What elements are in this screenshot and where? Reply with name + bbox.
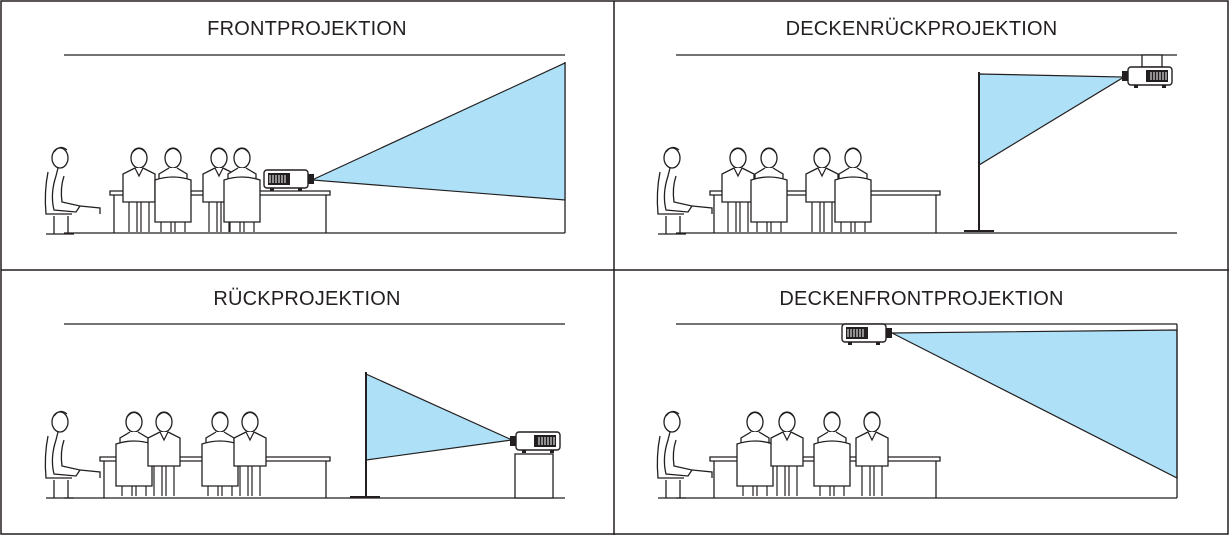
panel-title: FRONTPROJEKTION — [0, 18, 614, 41]
cell-ceiling-rear: DECKENRÜCKPROJEKTION — [614, 0, 1229, 270]
panel-title: DECKENRÜCKPROJEKTION — [614, 18, 1229, 41]
panel-title: RÜCKPROJEKTION — [0, 288, 614, 311]
panel-title: DECKENFRONTPROJEKTION — [614, 288, 1229, 311]
cell-rear: RÜCKPROJEKTION — [0, 270, 614, 535]
cell-front: FRONTPROJEKTION — [0, 0, 614, 270]
cell-ceiling-front: DECKENFRONTPROJEKTION — [614, 270, 1229, 535]
